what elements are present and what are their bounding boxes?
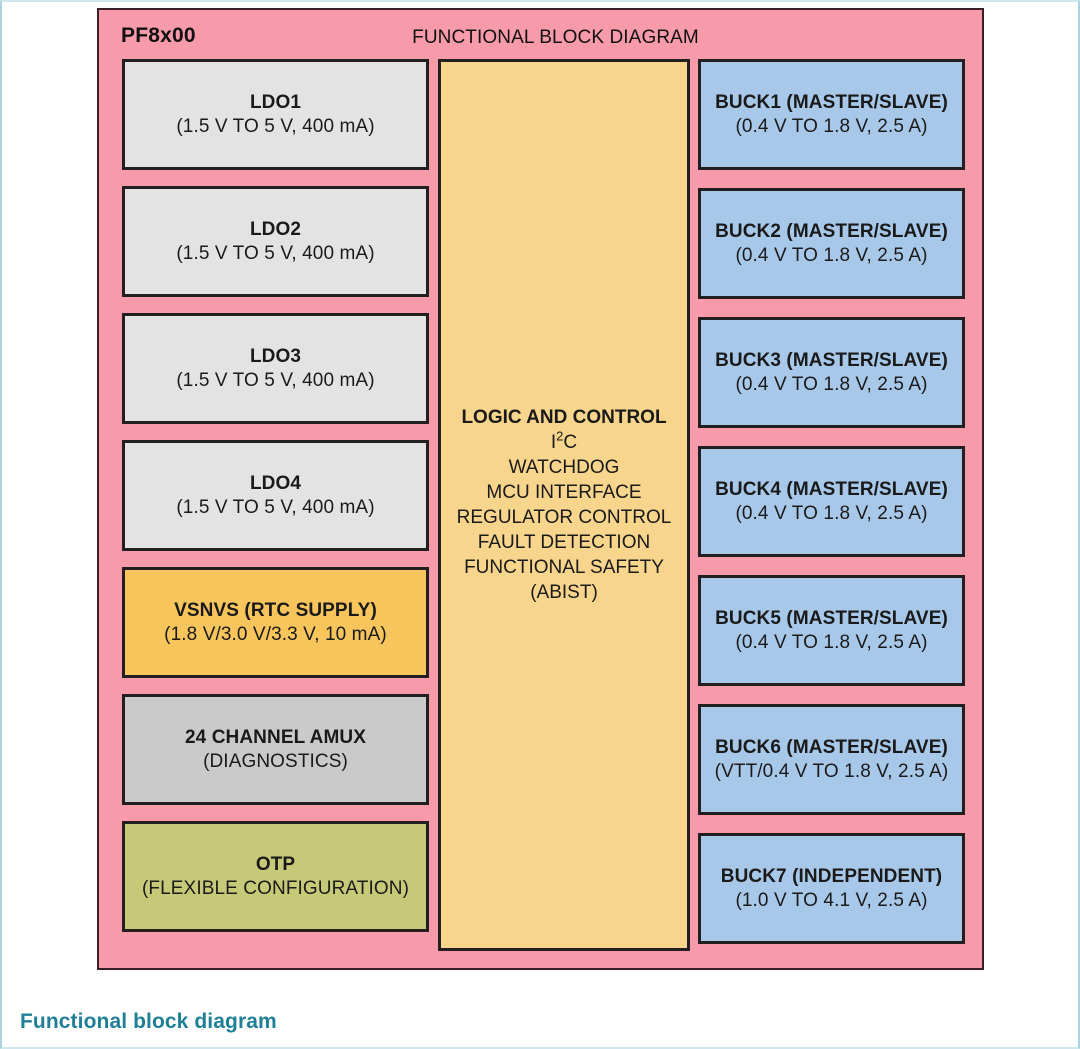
logic-line-i2c: I2C <box>550 428 578 455</box>
logic-line-watchdog: WATCHDOG <box>508 456 620 478</box>
block-title: BUCK4 (MASTER/SLAVE) <box>715 479 948 501</box>
block-subtitle: (1.5 V TO 5 V, 400 mA) <box>176 369 375 391</box>
block-otp: OTP (FLEXIBLE CONFIGURATION) <box>122 821 429 932</box>
block-title: VSNVS (RTC SUPPLY) <box>174 600 377 622</box>
diagram-title-label: FUNCTIONAL BLOCK DIAGRAM <box>412 27 699 48</box>
figure-caption: Functional block diagram <box>20 1010 277 1033</box>
logic-line-mcu-interface: MCU INTERFACE <box>486 481 642 503</box>
block-ldo3: LDO3 (1.5 V TO 5 V, 400 mA) <box>122 313 429 424</box>
block-buck6: BUCK6 (MASTER/SLAVE) (VTT/0.4 V TO 1.8 V… <box>698 704 965 815</box>
block-vsnvs: VSNVS (RTC SUPPLY) (1.8 V/3.0 V/3.3 V, 1… <box>122 567 429 678</box>
block-subtitle: (1.5 V TO 5 V, 400 mA) <box>176 496 375 518</box>
block-subtitle: (1.5 V TO 5 V, 400 mA) <box>176 115 375 137</box>
block-subtitle: (0.4 V TO 1.8 V, 2.5 A) <box>735 373 928 395</box>
block-title: BUCK7 (INDEPENDENT) <box>720 866 943 888</box>
block-title: LDO2 <box>249 219 302 241</box>
block-ldo4: LDO4 (1.5 V TO 5 V, 400 mA) <box>122 440 429 551</box>
i2c-base: I <box>550 431 557 453</box>
block-subtitle: (0.4 V TO 1.8 V, 2.5 A) <box>735 115 928 137</box>
block-subtitle: (0.4 V TO 1.8 V, 2.5 A) <box>735 502 928 524</box>
block-title: LDO4 <box>249 473 302 495</box>
device-name-label: PF8x00 <box>121 24 196 47</box>
block-title: 24 CHANNEL AMUX <box>185 727 366 749</box>
block-title: BUCK5 (MASTER/SLAVE) <box>715 608 948 630</box>
block-title: BUCK3 (MASTER/SLAVE) <box>715 350 948 372</box>
block-logic-and-control: LOGIC AND CONTROL I2C WATCHDOG MCU INTER… <box>438 59 690 951</box>
block-buck1: BUCK1 (MASTER/SLAVE) (0.4 V TO 1.8 V, 2.… <box>698 59 965 170</box>
block-title: LDO3 <box>249 346 302 368</box>
left-block-column: LDO1 (1.5 V TO 5 V, 400 mA) LDO2 (1.5 V … <box>122 59 429 951</box>
functional-block-diagram-container: PF8x00 FUNCTIONAL BLOCK DIAGRAM LDO1 (1.… <box>97 8 984 970</box>
block-subtitle: (FLEXIBLE CONFIGURATION) <box>141 877 410 899</box>
block-title: OTP <box>255 854 296 876</box>
block-title: BUCK2 (MASTER/SLAVE) <box>715 221 948 243</box>
block-subtitle: (VTT/0.4 V TO 1.8 V, 2.5 A) <box>714 760 949 782</box>
block-subtitle: (0.4 V TO 1.8 V, 2.5 A) <box>735 244 928 266</box>
logic-line-fault-detection: FAULT DETECTION <box>477 532 651 554</box>
block-subtitle: (1.5 V TO 5 V, 400 mA) <box>176 242 375 264</box>
i2c-superscript: 2 <box>556 428 564 444</box>
block-buck2: BUCK2 (MASTER/SLAVE) (0.4 V TO 1.8 V, 2.… <box>698 188 965 299</box>
logic-line-regulator-control: REGULATOR CONTROL <box>456 507 672 528</box>
block-ldo1: LDO1 (1.5 V TO 5 V, 400 mA) <box>122 59 429 170</box>
block-buck4: BUCK4 (MASTER/SLAVE) (0.4 V TO 1.8 V, 2.… <box>698 446 965 557</box>
block-buck5: BUCK5 (MASTER/SLAVE) (0.4 V TO 1.8 V, 2.… <box>698 575 965 686</box>
block-amux: 24 CHANNEL AMUX (DIAGNOSTICS) <box>122 694 429 805</box>
i2c-tail: C <box>563 431 578 453</box>
block-subtitle: (0.4 V TO 1.8 V, 2.5 A) <box>735 631 928 653</box>
block-subtitle: (1.0 V TO 4.1 V, 2.5 A) <box>735 889 928 911</box>
block-title: LDO1 <box>249 92 302 114</box>
logic-line-abist: (ABIST) <box>530 582 598 604</box>
block-title: BUCK1 (MASTER/SLAVE) <box>715 92 948 114</box>
block-title: BUCK6 (MASTER/SLAVE) <box>715 737 948 759</box>
block-buck7: BUCK7 (INDEPENDENT) (1.0 V TO 4.1 V, 2.5… <box>698 833 965 944</box>
block-buck3: BUCK3 (MASTER/SLAVE) (0.4 V TO 1.8 V, 2.… <box>698 317 965 428</box>
right-block-column: BUCK1 (MASTER/SLAVE) (0.4 V TO 1.8 V, 2.… <box>698 59 965 951</box>
block-ldo2: LDO2 (1.5 V TO 5 V, 400 mA) <box>122 186 429 297</box>
logic-heading: LOGIC AND CONTROL <box>461 406 667 428</box>
block-subtitle: (1.8 V/3.0 V/3.3 V, 10 mA) <box>164 623 387 645</box>
logic-line-functional-safety: FUNCTIONAL SAFETY <box>464 557 664 579</box>
block-subtitle: (DIAGNOSTICS) <box>203 750 348 772</box>
